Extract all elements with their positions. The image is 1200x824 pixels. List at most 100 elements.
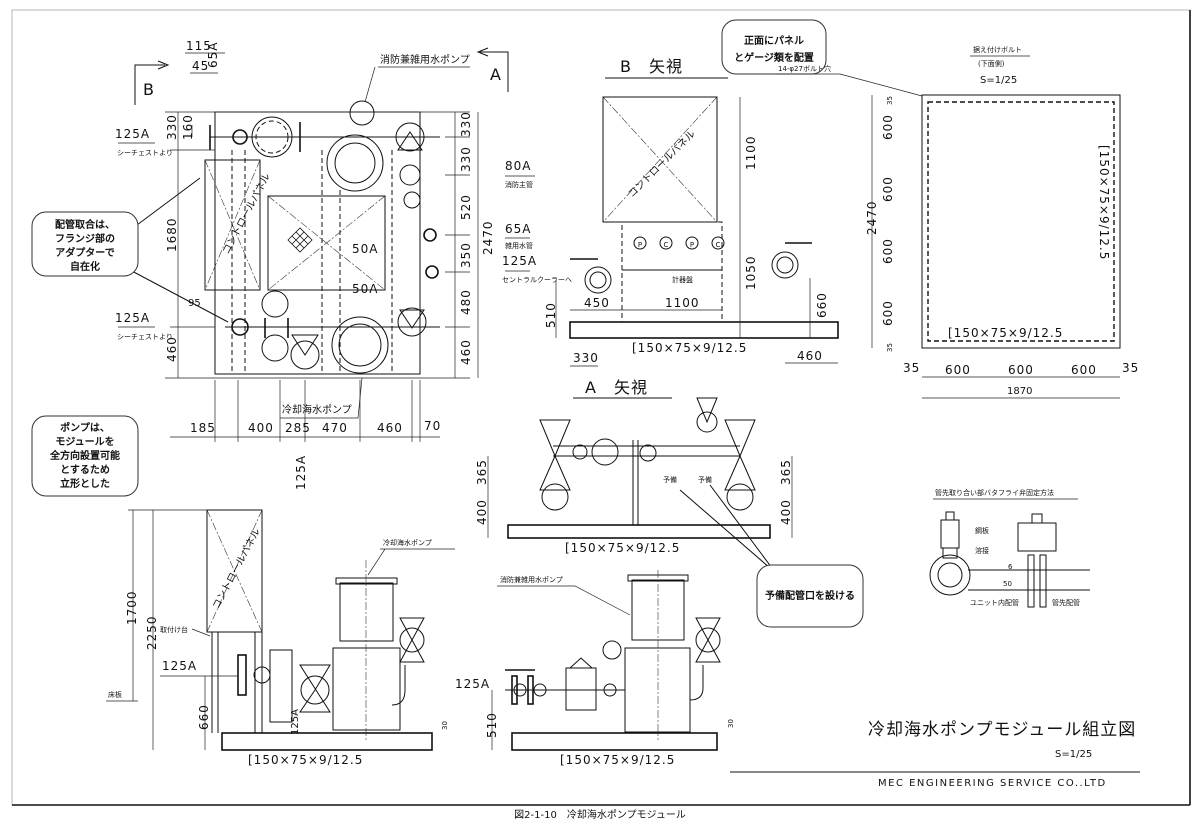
- dim-label: 330: [459, 111, 473, 137]
- callout-line: モジュールを: [55, 436, 114, 448]
- drawing-line: [191, 628, 211, 637]
- dim-label: 30: [441, 721, 449, 730]
- drawing-line: [299, 664, 331, 713]
- dim-50-label: 50: [1003, 580, 1012, 588]
- dim-label: 2470: [481, 220, 495, 255]
- drawing-line: [539, 419, 571, 491]
- drawing-line: [237, 654, 247, 696]
- drawing-line: [942, 547, 958, 559]
- drawing-line: [269, 649, 293, 723]
- drawing-line: [633, 236, 647, 250]
- fire-pump-label: 消防兼雑用水ポンプ: [380, 53, 470, 66]
- drawing-line: [287, 227, 313, 253]
- drawing-line: [695, 617, 721, 663]
- drawing-line: [507, 524, 771, 539]
- pipe-65a-label: 65A: [206, 42, 220, 68]
- drawing-line: [399, 309, 425, 329]
- drawing-line: [134, 64, 165, 105]
- dim-label: 510: [544, 302, 558, 328]
- base-plan-subtitle: (下面側): [978, 59, 1005, 68]
- drawing-line: [480, 51, 509, 92]
- drawing-line: [261, 290, 289, 318]
- dim-label: 480: [459, 289, 473, 315]
- elevation-fire: 消防兼雑用水ポンプ 125A 510 30 [150×75×9/12.5: [455, 570, 735, 767]
- drawing-line: [659, 236, 673, 250]
- dim-label: 460: [459, 339, 473, 365]
- drawing-line: [364, 66, 470, 103]
- drawing-line: [231, 318, 249, 336]
- drawing-line: [338, 323, 382, 367]
- channel-spec: [150×75×9/12.5: [560, 753, 675, 767]
- channel-spec: [150×75×9/12.5: [248, 753, 363, 767]
- callout-line: とゲージ類を配置: [734, 51, 814, 64]
- inlet-125a-label: 125A: [115, 311, 150, 325]
- dim-label: 95: [188, 298, 201, 309]
- callout-line: フランジ部の: [55, 232, 115, 245]
- callout-line: とするため: [60, 464, 110, 476]
- drawing-line: [603, 683, 617, 697]
- drawing-line: [367, 548, 455, 576]
- drawing-line: [602, 96, 718, 223]
- callout-piping: 配管取合は、 フランジ部の アダプターで 自在化: [31, 177, 229, 323]
- drawing-line: [721, 19, 827, 75]
- drawing-line: [927, 101, 1115, 342]
- callout-line: 正面にパネル: [744, 35, 804, 47]
- drawing-line: [1027, 554, 1035, 608]
- weld-label: 溶接: [975, 546, 989, 555]
- outlet-125a-label: 125A: [502, 254, 537, 268]
- drawing-line: [403, 191, 421, 209]
- dim-label: 365: [779, 459, 793, 485]
- drawing-line: [291, 334, 319, 356]
- drawing-line: [929, 554, 971, 596]
- outlet-80a-label: 80A: [505, 159, 531, 173]
- drawing-line: [569, 321, 839, 339]
- inlet-note: シーチェストより: [117, 149, 173, 157]
- drawing-line: [399, 164, 421, 186]
- drawing-line: [921, 94, 1121, 349]
- drawing-line: [255, 120, 289, 154]
- dim-label: 470: [322, 421, 348, 435]
- drawing-line: [399, 627, 425, 653]
- callout-line: 自在化: [70, 260, 100, 273]
- inlet-125a-label: 125A: [455, 677, 490, 691]
- drawing-line: [569, 657, 593, 669]
- channel-spec: [150×75×9/12.5: [632, 341, 747, 355]
- dim-label: 185: [190, 421, 216, 435]
- dim-label: 660: [197, 704, 211, 730]
- section-marker-b: B: [143, 80, 155, 99]
- gauge-label: C: [716, 241, 721, 249]
- dim-label: 660: [815, 292, 829, 318]
- drawing-line: [232, 129, 248, 145]
- drawing-line: [476, 47, 489, 57]
- view-a: A 矢視 365 400 365 400 予備 予備 [150×75×9/12.…: [475, 378, 793, 555]
- dim-label: 330: [573, 351, 599, 365]
- dim-label: 35: [903, 361, 920, 375]
- drawing-line: [129, 177, 229, 323]
- dim-label: 30: [727, 719, 735, 728]
- drawing-line: [771, 251, 799, 279]
- dim-label: 365: [475, 459, 489, 485]
- figure-caption: 図2-1-10 冷却海水ポンプモジュール: [514, 808, 686, 821]
- view-b-title: B 矢視: [620, 57, 683, 76]
- bottom-125a-label: 125A: [294, 455, 308, 490]
- drawing-line: [511, 732, 718, 751]
- drawing-line: [1031, 513, 1043, 524]
- dim-label: 330: [459, 146, 473, 172]
- dim-label: 520: [459, 194, 473, 220]
- outlet-note: 雑用水管: [505, 241, 533, 250]
- drawing-line: [565, 667, 597, 711]
- dim-label: 330: [165, 114, 179, 140]
- drawing-line: [945, 511, 955, 521]
- spare-port-label: 予備: [698, 475, 712, 484]
- callout-spare: 予備配管口を設ける: [679, 484, 864, 628]
- dim-label: 1680: [165, 217, 179, 252]
- dim-label: 400: [779, 499, 793, 525]
- drawing-line: [533, 683, 547, 697]
- dim-label: 115: [186, 39, 212, 53]
- drawing-line: [968, 569, 1090, 591]
- drawing-line: [157, 60, 170, 70]
- drawing-line: [332, 647, 401, 731]
- drawing-line: [497, 585, 631, 616]
- base-plan: 据え付けボルト (下面側) S=1/25 14-φ27ボルト穴 35 600 6…: [776, 45, 1138, 399]
- drawing-line: [395, 122, 425, 152]
